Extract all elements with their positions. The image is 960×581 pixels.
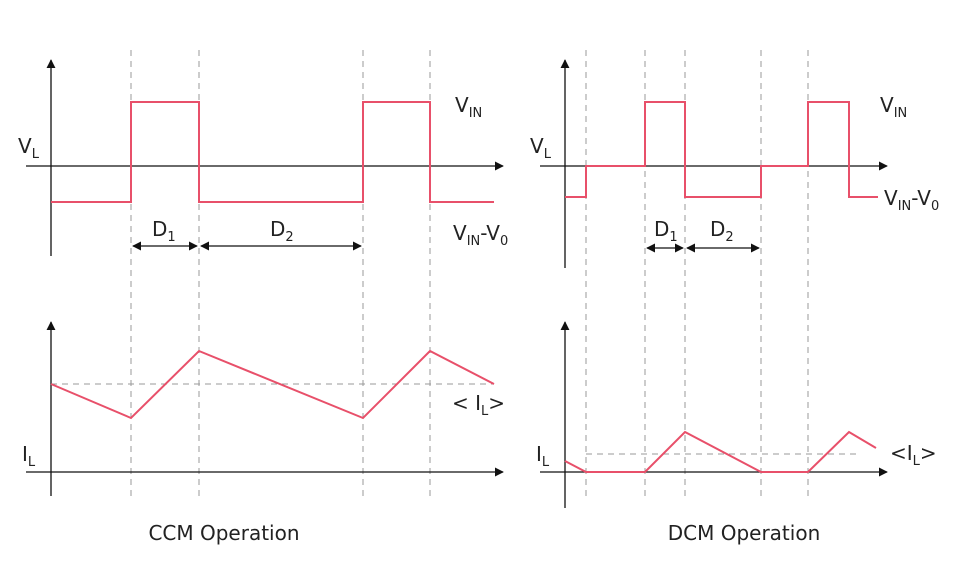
ccm-guide-lines: [130, 50, 431, 496]
dcm-d1-label: D1: [654, 217, 678, 245]
dcm-vin-label: VIN: [880, 93, 907, 121]
ccm-vin-minus-vo-label: VIN-V0: [453, 221, 508, 249]
ccm-panel: VL VIN VIN-V0 D1 D2 IL < IL> CCM Operat: [18, 50, 508, 545]
dcm-d2-label: D2: [710, 217, 734, 245]
dcm-voltage-waveform: [565, 101, 878, 198]
ccm-caption: CCM Operation: [148, 521, 299, 545]
dcm-average-current-label: <IL>: [890, 441, 937, 469]
ccm-average-current-label: < IL>: [452, 391, 505, 419]
dcm-vin-minus-vo-label: VIN-V0: [884, 186, 939, 214]
ccm-d2-label: D2: [270, 217, 294, 245]
ccm-d1-label: D1: [152, 217, 176, 245]
ccm-current-waveform: [50, 349, 495, 420]
ccm-voltage-waveform: [51, 101, 494, 203]
ccm-current-axis-label: IL: [22, 442, 36, 470]
dcm-current-axis-label: IL: [536, 442, 550, 470]
ccm-vin-label: VIN: [455, 93, 482, 121]
dcm-current-waveform: [564, 430, 877, 473]
dcm-panel: VL VIN VIN-V0 D1 D2 IL <IL> DCM Operatio…: [530, 50, 939, 545]
ccm-voltage-axis-label: VL: [18, 134, 40, 162]
dcm-caption: DCM Operation: [668, 521, 821, 545]
dcm-guide-lines: [585, 50, 809, 496]
dcm-voltage-axis-label: VL: [530, 134, 552, 162]
